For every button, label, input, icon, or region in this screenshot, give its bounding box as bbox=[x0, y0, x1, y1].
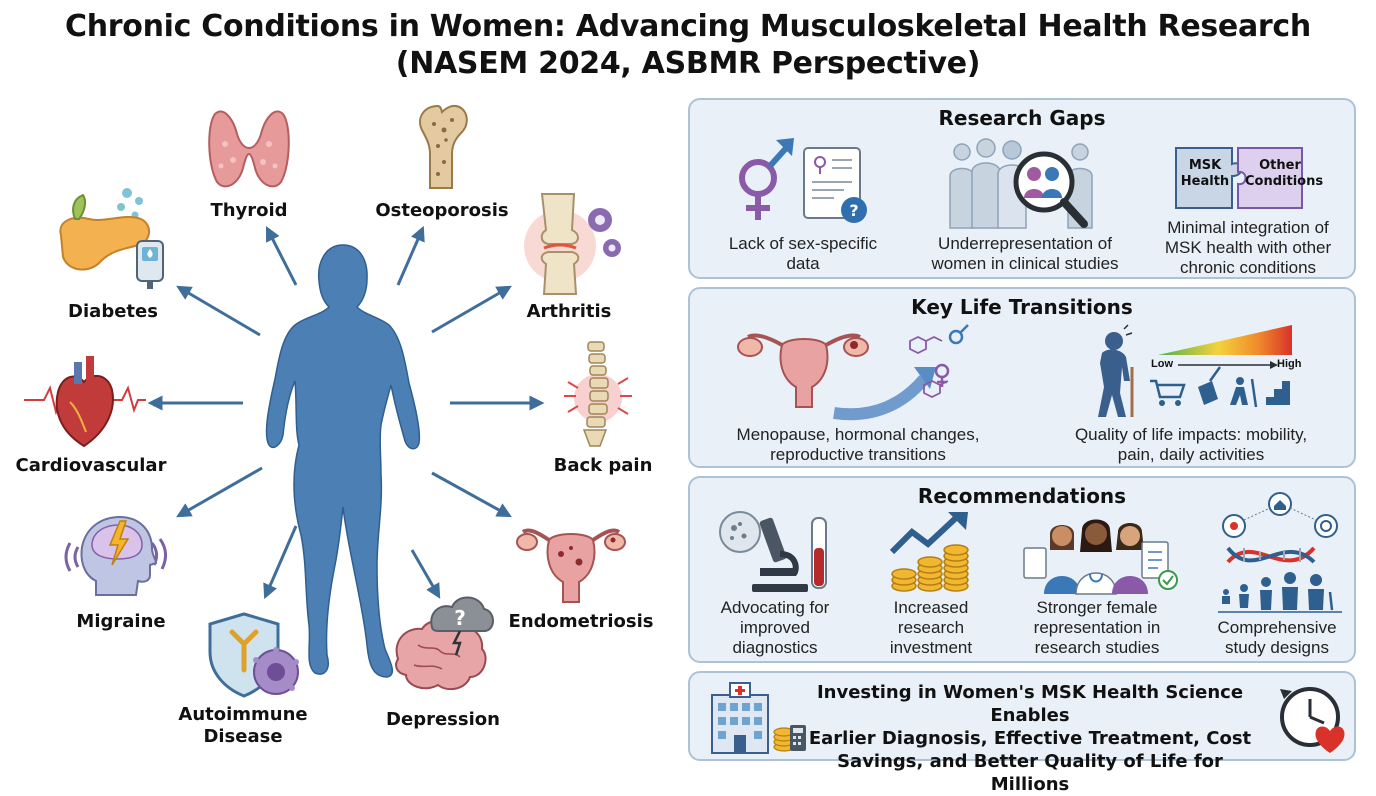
conditions-diagram: Thyroid Osteoporosis Diabetes Arthritis … bbox=[0, 90, 680, 768]
condition-label-thyroid: Thyroid bbox=[210, 200, 288, 221]
rec-caption-4: Comprehensive study designs bbox=[1217, 618, 1336, 658]
title-line-2: (NASEM 2024, ASBMR Perspective) bbox=[395, 46, 981, 81]
gap-3-line-3: chronic conditions bbox=[1179, 258, 1317, 277]
arrows bbox=[147, 225, 545, 600]
page-title: Chronic Conditions in Women: Advancing M… bbox=[0, 8, 1376, 82]
autoimmune-line-2: Disease bbox=[203, 726, 283, 747]
woman-silhouette-icon bbox=[265, 244, 421, 678]
svg-text:?: ? bbox=[849, 201, 858, 220]
arrow-endometriosis bbox=[431, 471, 512, 518]
gap-caption-2: Underrepresentation of women in clinical… bbox=[931, 234, 1118, 274]
rec-4-line-1: Comprehensive bbox=[1217, 618, 1337, 637]
bone-icon bbox=[419, 104, 468, 189]
rec-1-line-1: Advocating for bbox=[720, 598, 830, 617]
life-transitions-panel: Key Life Transitions Menopause, hormonal… bbox=[688, 287, 1356, 468]
condition-label-depression: Depression bbox=[386, 709, 500, 730]
coins-growth-icon bbox=[889, 512, 969, 592]
conclusion-line-2: Earlier Diagnosis, Effective Treatment, … bbox=[808, 728, 1252, 749]
transition-caption-left: Menopause, hormonal changes, reproductiv… bbox=[737, 425, 980, 465]
scale-low-label: Low bbox=[1151, 358, 1173, 370]
research-gaps-panel: Research Gaps ? Lack of sex-specific dat… bbox=[688, 98, 1356, 279]
transition-caption-right: Quality of life impacts: mobility, pain,… bbox=[1075, 425, 1307, 465]
autoimmune-line-1: Autoimmune bbox=[178, 704, 308, 725]
arrow-osteoporosis bbox=[396, 225, 425, 286]
conclusion-line-1: Investing in Women's MSK Health Science … bbox=[816, 682, 1244, 726]
puzzle-icon bbox=[1175, 147, 1303, 209]
recommendations-title: Recommendations bbox=[917, 484, 1127, 508]
transition-left-line-1: Menopause, hormonal changes, bbox=[736, 425, 980, 444]
spine-icon bbox=[564, 341, 632, 447]
arrow-thyroid bbox=[265, 225, 298, 286]
transition-right-line-1: Quality of life impacts: mobility, bbox=[1074, 425, 1308, 444]
thyroid-icon bbox=[208, 110, 290, 188]
elderly-scale-icon bbox=[1098, 324, 1292, 417]
puzzle-left-line-2: Health bbox=[1180, 174, 1230, 189]
title-line-1: Chronic Conditions in Women: Advancing M… bbox=[65, 9, 1311, 44]
condition-label-migraine: Migraine bbox=[76, 611, 166, 632]
conclusion-banner: Investing in Women's MSK Health Science … bbox=[688, 671, 1356, 795]
gap-1-line-1: Lack of sex-specific bbox=[728, 234, 878, 253]
uterus-icon bbox=[516, 528, 626, 603]
scale-high-label: High bbox=[1277, 358, 1302, 370]
recommendations-panel: Recommendations Advocating for improved … bbox=[688, 476, 1356, 663]
hospital-coins-icon bbox=[711, 682, 806, 754]
rec-2-line-2: research bbox=[897, 618, 965, 637]
condition-label-diabetes: Diabetes bbox=[68, 301, 158, 322]
microscope-icon bbox=[719, 511, 827, 592]
gap-3-line-1: Minimal integration of bbox=[1167, 218, 1329, 237]
rec-2-line-3: investment bbox=[889, 638, 973, 657]
condition-label-osteoporosis: Osteoporosis bbox=[375, 200, 509, 221]
gap-2-line-1: Underrepresentation of bbox=[938, 234, 1112, 253]
uterus-hormones-icon bbox=[737, 324, 969, 421]
gap-3-line-2: MSK health with other bbox=[1164, 238, 1332, 257]
arrow-arthritis bbox=[431, 285, 512, 334]
rec-1-line-2: improved bbox=[740, 618, 810, 637]
transition-left-line-2: reproductive transitions bbox=[770, 445, 946, 464]
clock-heart-icon bbox=[1280, 687, 1345, 753]
rec-caption-2: Increased research investment bbox=[890, 598, 972, 658]
transition-right-line-2: pain, daily activities bbox=[1117, 445, 1265, 464]
female-researchers-icon bbox=[1023, 519, 1178, 595]
shield-antibody-icon bbox=[208, 612, 299, 698]
rec-caption-3: Stronger female representation in resear… bbox=[1034, 598, 1161, 658]
heart-icon bbox=[24, 356, 146, 448]
svg-text:?: ? bbox=[454, 606, 466, 630]
condition-label-endometriosis: Endometriosis bbox=[508, 611, 654, 632]
rec-3-line-1: Stronger female bbox=[1036, 598, 1158, 617]
gap-1-line-2: data bbox=[786, 254, 820, 273]
conclusion-text: Investing in Women's MSK Health Science … bbox=[800, 681, 1260, 796]
condition-label-autoimmune: Autoimmune Disease bbox=[178, 704, 307, 748]
rec-3-line-2: representation in bbox=[1033, 618, 1161, 637]
condition-label-cardiovascular: Cardiovascular bbox=[15, 455, 167, 476]
joint-gears-icon bbox=[524, 193, 621, 295]
rec-3-line-3: research studies bbox=[1034, 638, 1160, 657]
gender-document-icon: ? bbox=[739, 138, 867, 223]
conclusion-line-3: Savings, and Better Quality of Life for … bbox=[837, 751, 1223, 795]
puzzle-right-line-1: Other bbox=[1259, 158, 1301, 173]
arrow-migraine bbox=[176, 466, 263, 518]
condition-label-arthritis: Arthritis bbox=[526, 301, 612, 322]
research-gaps-title: Research Gaps bbox=[938, 106, 1106, 130]
arrow-autoimmune bbox=[263, 525, 298, 600]
puzzle-right-label: Other Conditions bbox=[1245, 158, 1324, 190]
study-design-dna-icon bbox=[1218, 492, 1342, 613]
arrow-diabetes bbox=[176, 285, 261, 337]
puzzle-left-line-1: MSK bbox=[1188, 158, 1222, 173]
brain-cloud-icon: ? bbox=[395, 596, 494, 691]
gap-caption-3: Minimal integration of MSK health with o… bbox=[1165, 218, 1331, 278]
gap-caption-1: Lack of sex-specific data bbox=[729, 234, 877, 274]
rec-1-line-3: diagnostics bbox=[732, 638, 818, 657]
gap-2-line-2: women in clinical studies bbox=[931, 254, 1119, 273]
rec-2-line-1: Increased bbox=[893, 598, 969, 617]
puzzle-left-label: MSK Health bbox=[1178, 158, 1232, 190]
arrow-depression bbox=[410, 549, 441, 599]
pancreas-glucometer-icon bbox=[59, 188, 164, 289]
life-transitions-title: Key Life Transitions bbox=[911, 295, 1133, 319]
rec-4-line-2: study designs bbox=[1225, 638, 1329, 657]
puzzle-right-line-2: Conditions bbox=[1245, 174, 1324, 189]
rec-caption-1: Advocating for improved diagnostics bbox=[721, 598, 830, 658]
condition-label-back-pain: Back pain bbox=[553, 455, 653, 476]
clinicians-magnifier-icon bbox=[949, 138, 1093, 229]
head-lightning-icon bbox=[64, 515, 167, 596]
